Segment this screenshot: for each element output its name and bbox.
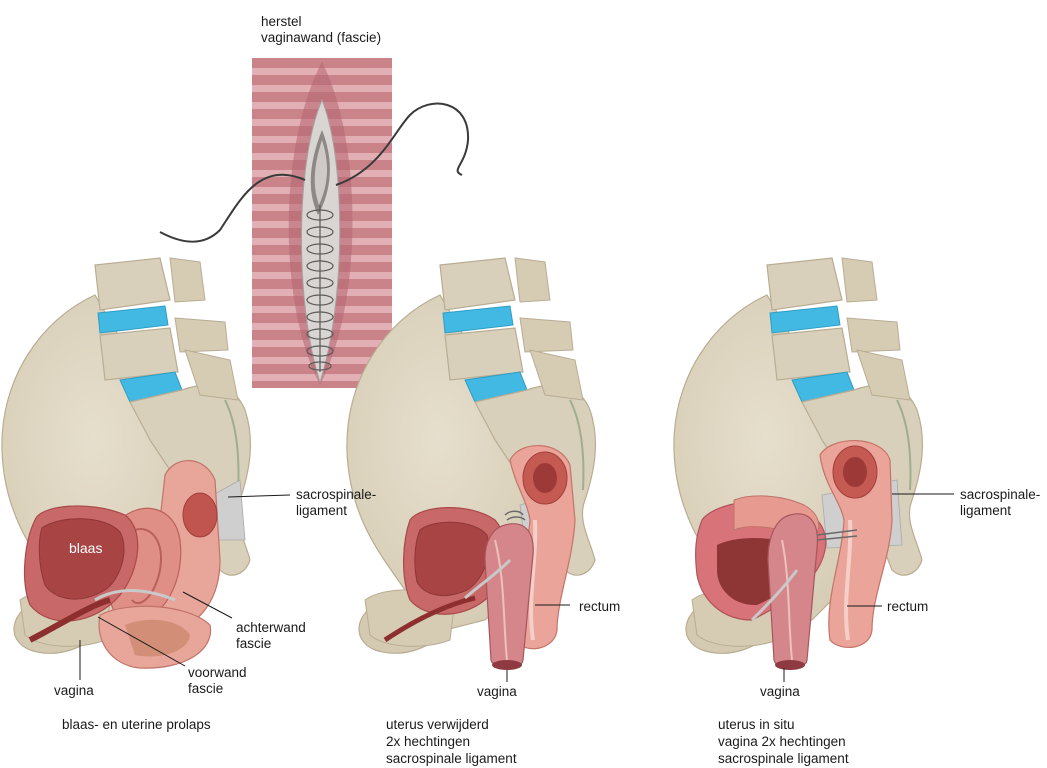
panel-2-uterus-removed (345, 257, 597, 682)
achterwand-fascie-label: achterwand fascie (236, 620, 306, 652)
vaginal-wall-repair-inset (159, 58, 470, 388)
suture-thread-left (159, 173, 306, 243)
voorwand-line1: voorwand (188, 665, 247, 680)
suture-loops (306, 205, 334, 372)
panel-1-caption: blaas- en uterine prolaps (62, 717, 211, 732)
rectum-label-2: rectum (579, 599, 621, 614)
rectum-label-3: rectum (887, 599, 929, 614)
sacrospinale-label-3-line2: ligament (960, 503, 1012, 518)
panel-2-caption: uterus verwijderd 2x hechtingen sacrospi… (386, 716, 517, 767)
vagina-label-2: vagina (477, 684, 517, 699)
sacrospinale-label-3: sacrospinale- ligament (960, 487, 1040, 519)
suture-thread-right (335, 102, 470, 186)
sacrospinale-label-1-line2: ligament (296, 503, 348, 518)
panel-3-caption-line3: sacrospinale ligament (718, 751, 849, 766)
sacrospinale-label-1-line1: sacrospinale- (296, 487, 377, 502)
panel-3-caption: uterus in situ vagina 2x hechtingen sacr… (718, 716, 849, 767)
inset-title-line1: herstel (261, 14, 302, 29)
bladder-label: blaas (69, 540, 103, 556)
panel-3-uterus-in-situ (672, 257, 954, 682)
panel-3-caption-line2: vagina 2x hechtingen (718, 734, 846, 749)
panel-2-caption-line3: sacrospinale ligament (386, 751, 517, 766)
inset-title-line2: vaginawand (fascie) (261, 30, 382, 45)
vagina-label-3: vagina (760, 684, 800, 699)
voorwand-fascie-label: voorwand fascie (188, 665, 247, 697)
achterwand-line1: achterwand (236, 620, 306, 635)
sacrospinale-label-3-line1: sacrospinale- (960, 487, 1041, 502)
vagina-label-1: vagina (54, 683, 94, 698)
achterwand-line2: fascie (236, 636, 272, 651)
voorwand-line2: fascie (188, 681, 224, 696)
panel-3-caption-line1: uterus in situ (718, 717, 795, 732)
panel-2-caption-line2: 2x hechtingen (386, 734, 471, 749)
panel-2-caption-line1: uterus verwijderd (386, 717, 489, 732)
panel-1-prolapse (0, 257, 291, 680)
inset-title: herstel vaginawand (fascie) (261, 14, 381, 46)
sacrospinale-label-1: sacrospinale- ligament (296, 487, 376, 519)
